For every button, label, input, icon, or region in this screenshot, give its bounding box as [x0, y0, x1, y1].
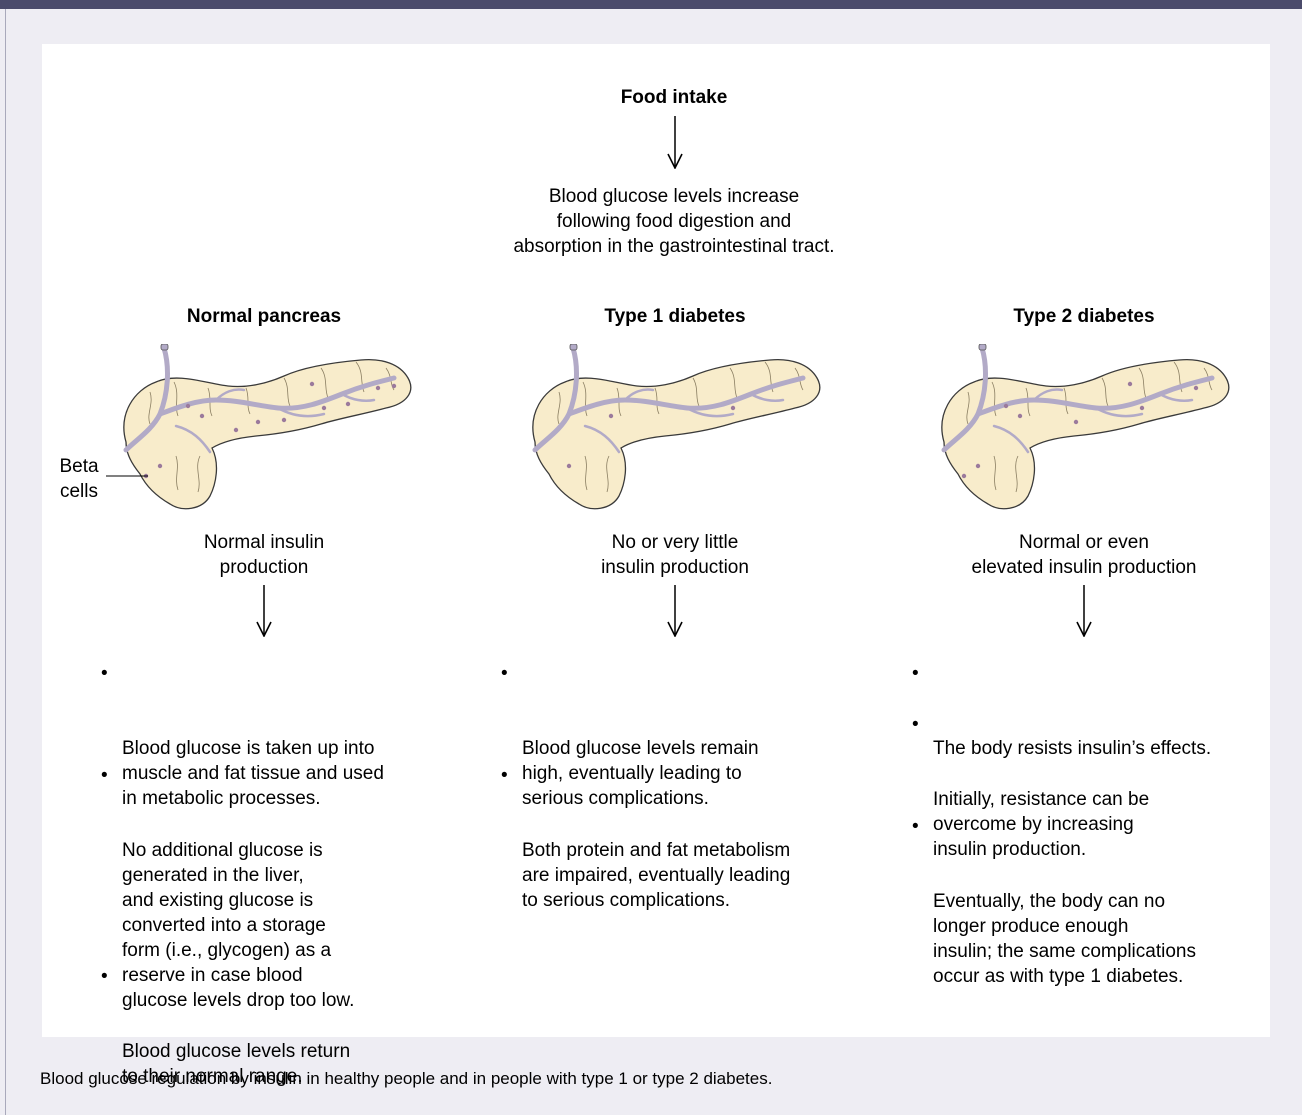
left-border — [5, 9, 6, 1115]
insulin-type2-line-1: Normal or even — [934, 530, 1234, 555]
bullet-symbol: • — [101, 763, 108, 788]
pancreas-illustration-type1 — [525, 344, 825, 522]
glucose-increase-line-1: Blood glucose levels increase — [474, 184, 874, 209]
bullet-symbol: • — [101, 964, 108, 989]
column-title-type1: Type 1 diabetes — [525, 304, 825, 329]
insulin-type1-line-1: No or very little — [525, 530, 825, 555]
arrow-down-icon — [665, 585, 685, 637]
beta-cells-label-line-2: cells — [44, 479, 114, 504]
bullet-text: Both protein and fat metabolism are impa… — [501, 838, 790, 913]
insulin-type2-line-2: elevated insulin production — [934, 555, 1234, 580]
bullet-symbol: • — [101, 661, 108, 686]
pancreas-illustration-type2 — [934, 344, 1234, 522]
arrow-down-icon — [665, 116, 685, 169]
insulin-normal-line-1: Normal insulin — [114, 530, 414, 555]
bullet-symbol: • — [501, 763, 508, 788]
list-item: • Blood glucose levels return to their n… — [101, 964, 350, 1114]
bullet-symbol: • — [912, 712, 919, 737]
arrow-down-icon — [254, 585, 274, 637]
bullet-symbol: • — [912, 661, 919, 686]
glucose-increase-line-3: absorption in the gastrointestinal tract… — [474, 234, 874, 259]
figure-caption: Blood glucose regulation by insulin in h… — [40, 1068, 772, 1090]
pancreas-illustration-normal — [116, 344, 416, 522]
insulin-type1-line-2: insulin production — [525, 555, 825, 580]
bullet-symbol: • — [912, 814, 919, 839]
bullet-symbol: • — [501, 661, 508, 686]
glucose-increase-line-2: following food digestion and — [474, 209, 874, 234]
arrow-down-icon — [1074, 585, 1094, 637]
column-title-type2: Type 2 diabetes — [934, 304, 1234, 329]
beta-cells-label-line-1: Beta — [44, 454, 114, 479]
food-intake-title: Food intake — [574, 85, 774, 110]
bullet-text: Eventually, the body can no longer produ… — [912, 889, 1196, 989]
column-title-normal: Normal pancreas — [114, 304, 414, 329]
list-item: • Both protein and fat metabolism are im… — [501, 763, 790, 938]
beta-cells-leader-line — [106, 470, 150, 482]
insulin-normal-line-2: production — [114, 555, 414, 580]
list-item: • Eventually, the body can no longer pro… — [912, 814, 1196, 1014]
header-bar — [0, 0, 1302, 9]
